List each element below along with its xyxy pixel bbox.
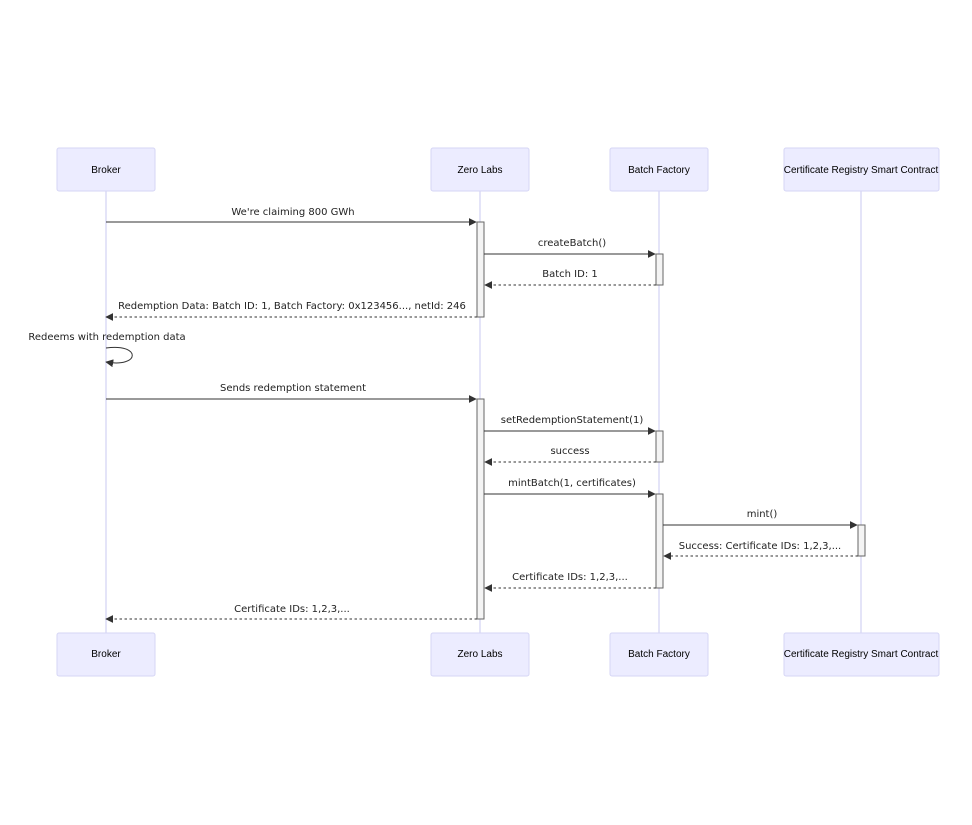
actor-label: Broker <box>91 649 121 660</box>
message-success: success <box>484 446 656 466</box>
actor-broker-top: Broker <box>56 147 156 192</box>
message-label: Batch ID: 1 <box>542 269 597 280</box>
message-label: success <box>550 446 589 457</box>
actor-batch-factory-bottom: Batch Factory <box>609 632 709 677</box>
actor-label: Zero Labs <box>457 165 502 176</box>
actor-zero-labs-bottom: Zero Labs <box>430 632 530 677</box>
actor-zero-labs-top: Zero Labs <box>430 147 530 192</box>
message-mint: mint() <box>663 509 858 529</box>
activation-certificate-registry-1 <box>857 524 866 557</box>
actor-label: Batch Factory <box>628 165 690 176</box>
message-label: mint() <box>747 509 778 520</box>
actor-certificate-registry-top: Certificate Registry Smart Contract <box>783 147 940 192</box>
message-set-redemption-statement: setRedemptionStatement(1) <box>484 415 656 435</box>
activation-zero-labs-1 <box>476 221 485 318</box>
activation-batch-factory-3 <box>655 493 664 589</box>
actor-label: Broker <box>91 165 121 176</box>
actor-broker-bottom: Broker <box>56 632 156 677</box>
message-label: createBatch() <box>538 238 606 249</box>
actor-batch-factory-top: Batch Factory <box>609 147 709 192</box>
actor-certificate-registry-bottom: Certificate Registry Smart Contract <box>783 632 940 677</box>
message-label: Redemption Data: Batch ID: 1, Batch Fact… <box>118 301 466 312</box>
message-create-batch: createBatch() <box>484 238 656 258</box>
actor-label: Certificate Registry Smart Contract <box>784 649 939 660</box>
message-certificate-ids-to-broker: Certificate IDs: 1,2,3,... <box>105 604 477 623</box>
message-label: Certificate IDs: 1,2,3,... <box>512 572 628 583</box>
message-redemption-data: Redemption Data: Batch ID: 1, Batch Fact… <box>105 301 477 321</box>
message-mint-batch: mintBatch(1, certificates) <box>484 478 656 498</box>
message-claim: We're claiming 800 GWh <box>106 207 477 226</box>
actor-label: Certificate Registry Smart Contract <box>784 165 939 176</box>
message-redeems-self: Redeems with redemption data <box>28 332 186 368</box>
message-label: Certificate IDs: 1,2,3,... <box>234 604 350 615</box>
actor-label: Batch Factory <box>628 649 690 660</box>
message-label: Sends redemption statement <box>220 383 366 394</box>
actor-label: Zero Labs <box>457 649 502 660</box>
message-label: Redeems with redemption data <box>28 332 185 343</box>
message-success-certificate-ids: Success: Certificate IDs: 1,2,3,... <box>663 541 858 560</box>
message-label: Success: Certificate IDs: 1,2,3,... <box>679 541 842 552</box>
activation-batch-factory-1 <box>655 253 664 286</box>
message-batch-id: Batch ID: 1 <box>484 269 656 289</box>
activation-batch-factory-2 <box>655 430 664 463</box>
message-label: mintBatch(1, certificates) <box>508 478 636 489</box>
message-sends-redemption-statement: Sends redemption statement <box>106 383 477 403</box>
message-label: setRedemptionStatement(1) <box>501 415 644 426</box>
message-label: We're claiming 800 GWh <box>231 207 354 218</box>
activation-zero-labs-2 <box>476 398 485 620</box>
message-certificate-ids-to-zero-labs: Certificate IDs: 1,2,3,... <box>484 572 656 592</box>
